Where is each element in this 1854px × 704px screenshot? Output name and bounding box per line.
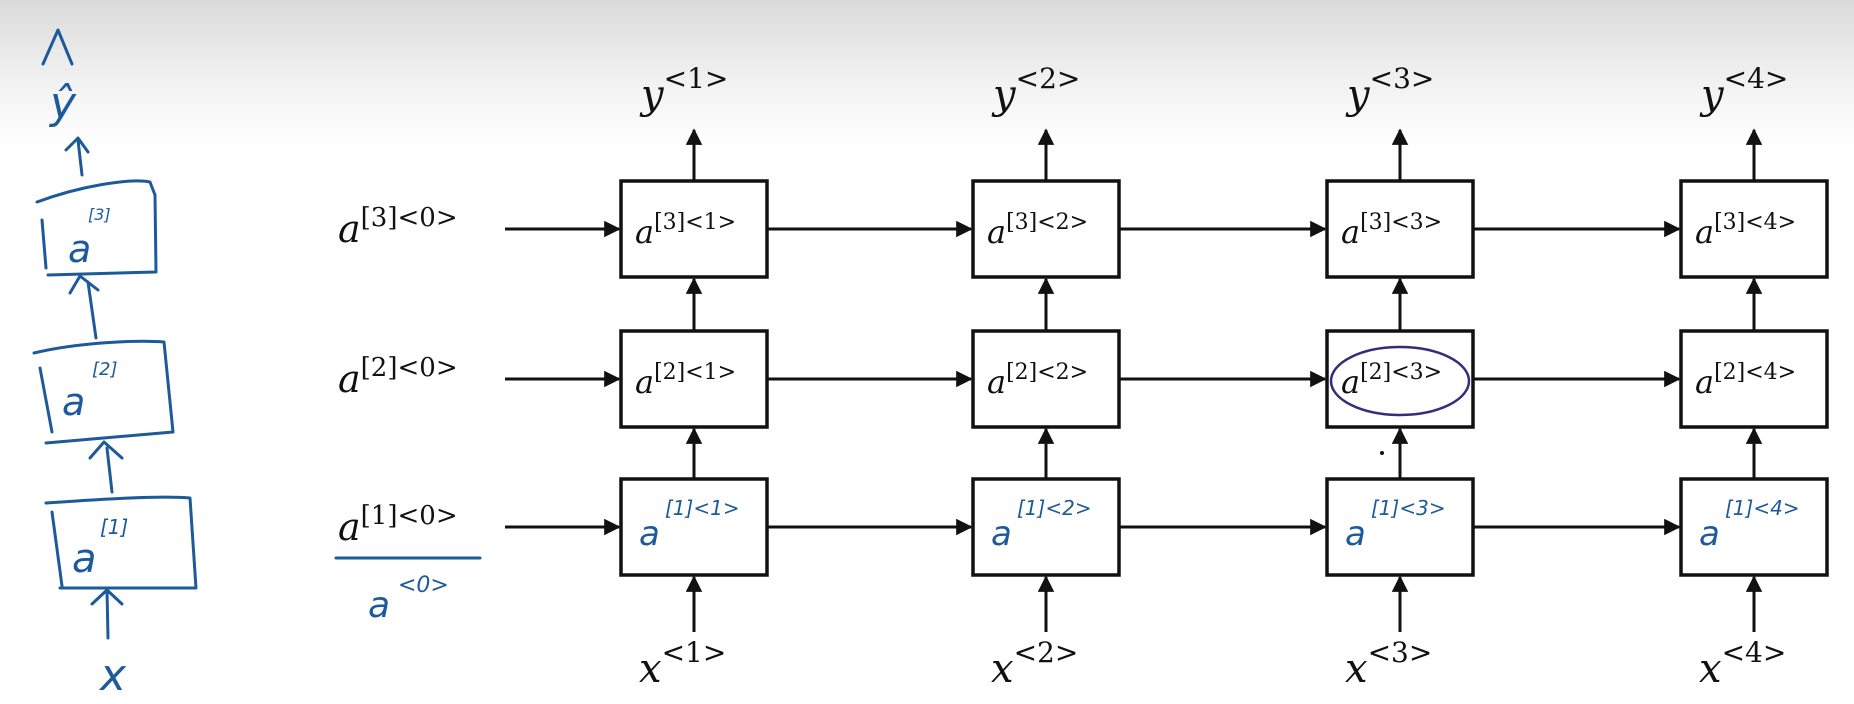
sketch-box-layer-2 bbox=[32, 339, 175, 445]
rnn-cell-box bbox=[971, 329, 1121, 429]
output-label: y<4> bbox=[1699, 62, 1788, 118]
initial-state-annotation-sup: <0> bbox=[398, 573, 449, 598]
rnn-cell-label-var: a bbox=[1345, 514, 1366, 554]
rnn-cell-label-sup: [1]<1> bbox=[665, 496, 740, 520]
output-label: y<3> bbox=[1345, 62, 1434, 118]
sketch-layer-2-var: a bbox=[62, 380, 85, 424]
rnn-cell-label: a[3]<4> bbox=[1695, 210, 1796, 251]
rnn-cell-box bbox=[619, 329, 769, 429]
sketch-layer-2-sup: [2] bbox=[92, 359, 118, 380]
rnn-cell-box bbox=[619, 179, 769, 279]
stray-mark bbox=[1380, 451, 1384, 455]
initial-states: a[3]<0> a[2]<0> a[1]<0> a <0> bbox=[334, 203, 482, 626]
rnn-cell-box bbox=[971, 477, 1121, 577]
sketch-layer-1-sup: [1] bbox=[100, 515, 128, 539]
rnn-cell-label-var: a bbox=[991, 514, 1012, 554]
sketch-arrow-icon bbox=[88, 440, 124, 494]
rnn-cell-box bbox=[1679, 329, 1829, 429]
output-label: y<2> bbox=[991, 62, 1080, 118]
rnn-cell-box bbox=[1679, 477, 1829, 577]
rnn-cell-box bbox=[971, 179, 1121, 279]
rnn-cell-label-sup: [1]<4> bbox=[1725, 496, 1800, 520]
rnn-cell-box bbox=[1679, 179, 1829, 279]
rnn-cell-label-var: a bbox=[639, 514, 660, 554]
rnn-cell-box bbox=[1325, 179, 1475, 279]
rnn-cell-box bbox=[1325, 477, 1475, 577]
rnn-cell-box bbox=[619, 477, 769, 577]
sketch-layer-3-var: a bbox=[68, 227, 91, 271]
side-sketch: ŷ a [3] a [2] a [1] x bbox=[32, 28, 198, 701]
sketch-box-layer-1 bbox=[44, 495, 198, 590]
rnn-cell-label: a[3]<2> bbox=[987, 210, 1088, 251]
rnn-cell-label: a[3]<1> bbox=[635, 210, 736, 251]
initial-state-layer-2: a[2]<0> bbox=[338, 353, 458, 401]
sketch-input-label: x bbox=[98, 650, 127, 701]
rnn-cell-label-var: a bbox=[1699, 514, 1720, 554]
input-label: x<3> bbox=[1345, 636, 1432, 692]
rnn-cell-label-sup: [1]<2> bbox=[1017, 496, 1092, 520]
sketch-layer-3-sup: [3] bbox=[88, 205, 111, 224]
sketch-arrow-icon bbox=[90, 588, 124, 640]
input-label: x<1> bbox=[639, 636, 726, 692]
hat-icon bbox=[41, 28, 74, 66]
initial-state-layer-3: a[3]<0> bbox=[338, 203, 458, 251]
sketch-output-label: ŷ bbox=[48, 78, 77, 129]
rnn-grid: a[3]<1> a[3]<2> a[3]<3> a[3]<4> a[2]<1> a[2]<… bbox=[505, 62, 1829, 692]
sketch-box-layer-3 bbox=[35, 179, 158, 277]
rnn-cell-label: a[3]<3> bbox=[1341, 210, 1442, 251]
rnn-cell-label: a[2]<3> bbox=[1341, 360, 1442, 401]
rnn-cell-label: a[2]<1> bbox=[635, 360, 736, 401]
highlight-circle bbox=[1329, 345, 1471, 417]
rnn-cell-label: a[2]<2> bbox=[987, 360, 1088, 401]
sketch-arrow-icon bbox=[68, 274, 100, 340]
input-label: x<4> bbox=[1699, 636, 1786, 692]
input-label: x<2> bbox=[991, 636, 1078, 692]
initial-state-layer-1: a[1]<0> bbox=[338, 501, 458, 549]
rnn-cell-label-sup: [1]<3> bbox=[1371, 496, 1446, 520]
sketch-arrow-icon bbox=[64, 136, 90, 177]
output-label: y<1> bbox=[639, 62, 728, 118]
rnn-cell-label: a[2]<4> bbox=[1695, 360, 1796, 401]
sketch-layer-1-var: a bbox=[72, 536, 97, 582]
initial-state-annotation-var: a bbox=[368, 585, 390, 626]
